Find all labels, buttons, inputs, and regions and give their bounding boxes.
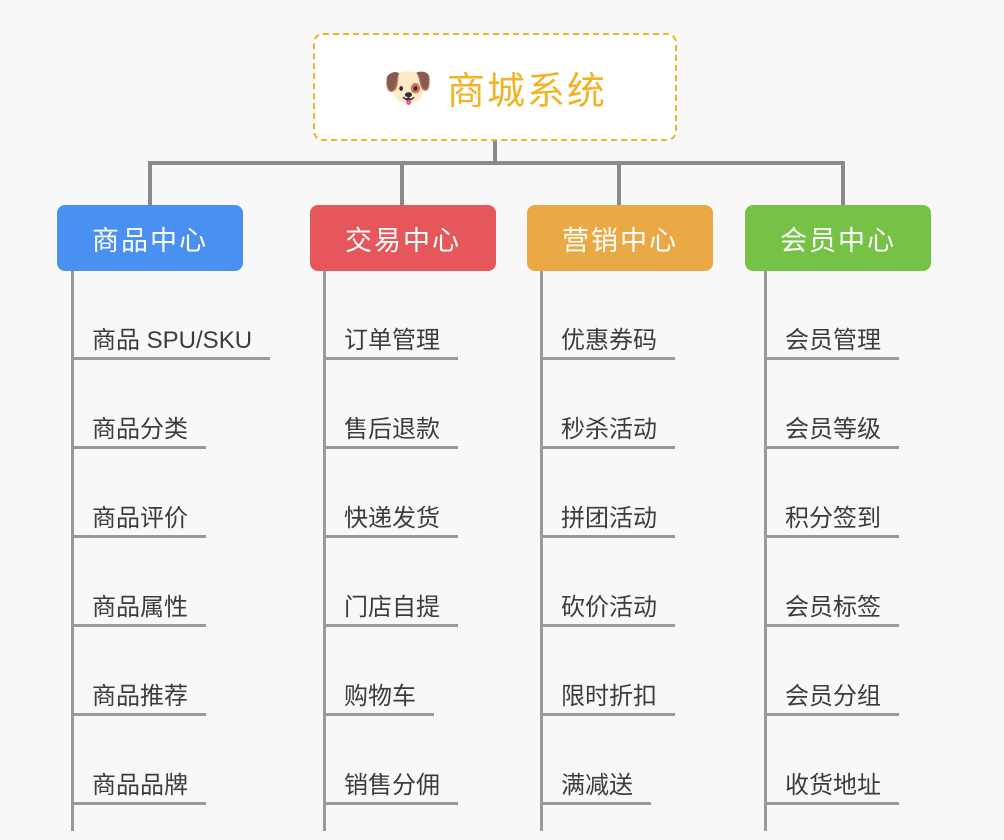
leaf-item-label: 限时折扣	[561, 682, 657, 710]
connector-horizontal-bus	[148, 161, 845, 165]
leaf-item-label: 收货地址	[785, 771, 881, 799]
leaf-item[interactable]: 商品评价	[74, 449, 206, 538]
leaf-item-label: 会员标签	[785, 593, 881, 621]
leaf-item-label: 销售分佣	[344, 771, 440, 799]
category-label: 会员中心	[780, 225, 896, 256]
connector-root-stem	[493, 141, 497, 165]
leaf-spine	[540, 271, 543, 831]
leaf-item-label: 商品品牌	[92, 771, 188, 799]
leaf-item[interactable]: 收货地址	[767, 716, 899, 805]
leaf-item[interactable]: 会员标签	[767, 538, 899, 627]
leaf-item[interactable]: 售后退款	[326, 360, 458, 449]
leaf-item[interactable]: 秒杀活动	[543, 360, 675, 449]
leaf-item[interactable]: 会员等级	[767, 360, 899, 449]
leaf-item-label: 满减送	[561, 771, 633, 799]
leaf-item[interactable]: 商品属性	[74, 538, 206, 627]
leaf-spine	[323, 271, 326, 831]
leaf-item[interactable]: 门店自提	[326, 538, 458, 627]
category-label: 交易中心	[345, 225, 461, 256]
leaf-item[interactable]: 快递发货	[326, 449, 458, 538]
leaf-item[interactable]: 限时折扣	[543, 627, 675, 716]
connector-drop-2	[400, 161, 404, 205]
leaf-item-label: 商品属性	[92, 593, 188, 621]
category-box-4[interactable]: 会员中心	[745, 205, 931, 271]
root-node-shop-system[interactable]: 🐶 商城系统	[313, 33, 677, 141]
leaf-item-label: 会员分组	[785, 682, 881, 710]
leaf-item[interactable]: 销售分佣	[326, 716, 458, 805]
leaf-item-label: 订单管理	[344, 326, 440, 354]
leaf-item-label: 商品分类	[92, 415, 188, 443]
leaf-item[interactable]: 满减送	[543, 716, 651, 805]
leaf-item[interactable]: 积分签到	[767, 449, 899, 538]
leaf-item-label: 商品 SPU/SKU	[92, 326, 253, 354]
leaf-item[interactable]: 砍价活动	[543, 538, 675, 627]
leaf-item-label: 优惠券码	[561, 326, 657, 354]
leaf-item-label: 商品推荐	[92, 682, 188, 710]
connector-drop-3	[617, 161, 621, 205]
leaf-item-label: 快递发货	[344, 504, 440, 532]
leaf-item[interactable]: 商品品牌	[74, 716, 206, 805]
category-label: 商品中心	[92, 225, 208, 256]
leaf-item-label: 购物车	[344, 682, 416, 710]
leaf-item-label: 售后退款	[344, 415, 440, 443]
connector-drop-4	[841, 161, 845, 205]
root-node-title: 商城系统	[446, 70, 607, 113]
leaf-item[interactable]: 会员管理	[767, 271, 899, 360]
leaf-item[interactable]: 订单管理	[326, 271, 458, 360]
leaf-item-label: 砍价活动	[561, 593, 657, 621]
dog-face-icon: 🐶	[383, 65, 433, 111]
category-label: 营销中心	[562, 225, 678, 256]
leaf-item[interactable]: 会员分组	[767, 627, 899, 716]
category-box-3[interactable]: 营销中心	[527, 205, 713, 271]
leaf-item[interactable]: 拼团活动	[543, 449, 675, 538]
leaf-item[interactable]: 商品推荐	[74, 627, 206, 716]
leaf-item-label: 商品评价	[92, 504, 188, 532]
leaf-item-label: 拼团活动	[561, 504, 657, 532]
leaf-item-label: 门店自提	[344, 593, 440, 621]
leaf-item-label: 会员管理	[785, 326, 881, 354]
leaf-item-label: 会员等级	[785, 415, 881, 443]
leaf-item-label: 积分签到	[785, 504, 881, 532]
leaf-item[interactable]: 商品分类	[74, 360, 206, 449]
connector-drop-1	[148, 161, 152, 205]
leaf-spine	[764, 271, 767, 831]
leaf-item[interactable]: 购物车	[326, 627, 434, 716]
leaf-spine	[71, 271, 74, 831]
leaf-item-label: 秒杀活动	[561, 415, 657, 443]
category-box-1[interactable]: 商品中心	[57, 205, 243, 271]
leaf-item[interactable]: 商品 SPU/SKU	[74, 271, 271, 360]
category-box-2[interactable]: 交易中心	[310, 205, 496, 271]
leaf-item[interactable]: 优惠券码	[543, 271, 675, 360]
